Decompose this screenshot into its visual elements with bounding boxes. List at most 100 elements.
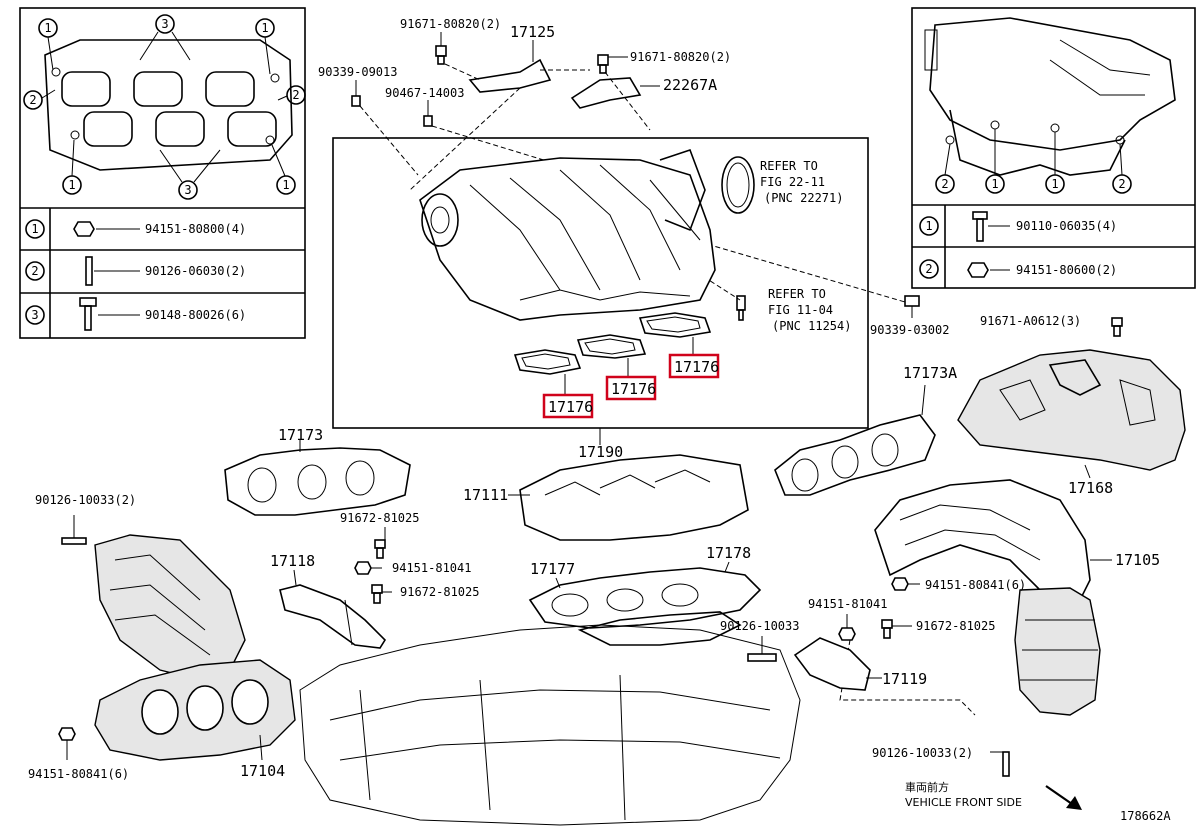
- bracket-17118: [279, 527, 392, 649]
- right-inset: 2 1 1 2 1 90110-06035(4) 2 94151-80600(2…: [911, 7, 1196, 289]
- label-90126-a: 90126-10033(2): [35, 493, 136, 507]
- legend-left-part-2: 90126-06030(2): [145, 264, 246, 278]
- label-90467: 90467-14003: [385, 86, 464, 100]
- intake-manifold-drawing: [419, 148, 716, 321]
- legend-left-num-1: 1: [31, 222, 38, 236]
- inset-callout-3a: 3: [139, 14, 191, 61]
- inset-gasket-drawing: [44, 39, 293, 171]
- legend-left-row-2: 2 90126-06030(2): [25, 256, 246, 286]
- svg-text:1: 1: [261, 21, 268, 35]
- bolt-91671-a: [435, 45, 447, 65]
- svg-text:2: 2: [941, 177, 948, 191]
- part-labels: 91671-80820(2) 17125 91671-80820(2) 2226…: [28, 17, 1171, 823]
- svg-text:1: 1: [44, 21, 51, 35]
- label-90126-c: 90126-10033(2): [872, 746, 973, 760]
- bracket-17119: [747, 614, 912, 691]
- refer-2-line3: (PNC 11254): [772, 319, 851, 333]
- inset-callout-3b: 3: [159, 149, 221, 200]
- label-94151-d: 94151-80841(6): [28, 767, 129, 781]
- bolt-91672-b: [371, 584, 383, 604]
- bracket-17125: [468, 58, 552, 93]
- plug-90339-b: [904, 295, 920, 307]
- refer-2-line2: FIG 11-04: [768, 303, 833, 317]
- label-91672-c: 91672-81025: [916, 619, 995, 633]
- legend-left-num-3: 3: [31, 308, 38, 322]
- legend-right-part-1: 90110-06035(4): [1016, 219, 1117, 233]
- label-17118: 17118: [270, 552, 315, 570]
- gasket-ring: [721, 156, 755, 214]
- label-17176-a: 17176: [548, 398, 593, 416]
- exhaust-manifold-17104: [58, 515, 296, 761]
- top-brackets: [351, 32, 920, 318]
- stud-icon: [85, 256, 93, 286]
- stud-90126-b: [747, 653, 777, 662]
- svg-text:1: 1: [68, 178, 75, 192]
- label-91671-b: 91671-80820(2): [630, 50, 731, 64]
- gasket-17173a: [774, 384, 936, 496]
- inset-callout-1a: 1: [38, 18, 58, 71]
- label-22267a: 22267A: [663, 76, 717, 94]
- nut-94151-c: [838, 627, 856, 641]
- label-17111: 17111: [463, 486, 508, 504]
- bracket-22267a: [570, 77, 642, 109]
- dashed-guides: [359, 63, 976, 716]
- label-90126-b: 90126-10033: [720, 619, 799, 633]
- label-91672-b: 91672-81025: [400, 585, 479, 599]
- legend-right-row-2: 2 94151-80600(2): [919, 259, 1117, 279]
- label-91671-a: 91671-80820(2): [400, 17, 501, 31]
- gasket-17173: [224, 440, 411, 516]
- inset-callout-1b: 1: [255, 18, 275, 75]
- plug-90467: [423, 115, 433, 127]
- legend-right-part-2: 94151-80600(2): [1016, 263, 1117, 277]
- nut-icon: [967, 262, 989, 278]
- label-17105: 17105: [1115, 551, 1160, 569]
- label-91671-c: 91671-A0612(3): [980, 314, 1081, 328]
- label-17178: 17178: [706, 544, 751, 562]
- vehicle-front-arrow-icon: [1045, 785, 1082, 810]
- svg-text:2: 2: [292, 88, 299, 102]
- plug-90339-a: [351, 95, 361, 107]
- legend-left-num-2: 2: [31, 264, 38, 278]
- bolt-91672-c: [881, 619, 893, 639]
- refer-1-line1: REFER TO: [760, 159, 818, 173]
- label-17176-c: 17176: [674, 358, 719, 376]
- front-note-en: VEHICLE FRONT SIDE: [905, 796, 1022, 809]
- highlight-box-17176-a: [542, 393, 594, 419]
- left-inset: 1 3 1 2 2 1 3 1 1 94151-80800(4) 2 90126…: [19, 7, 306, 339]
- label-17173a: 17173A: [903, 364, 957, 382]
- rinset-callout-2b: 2: [1112, 143, 1132, 194]
- inset-manifold-drawing: [924, 17, 1176, 176]
- svg-text:1: 1: [1051, 177, 1058, 191]
- legend-left-part-3: 90148-80026(6): [145, 308, 246, 322]
- svg-text:1: 1: [991, 177, 998, 191]
- intake-17111: [508, 454, 749, 541]
- legend-right-row-1: 1 90110-06035(4): [919, 211, 1117, 242]
- legend-left-row-1: 1 94151-80800(4): [25, 219, 246, 239]
- label-17125: 17125: [510, 23, 555, 41]
- label-17104: 17104: [240, 762, 285, 780]
- rinset-callout-1b: 1: [1045, 132, 1065, 194]
- bolt-91671-b: [597, 54, 609, 74]
- exhaust-manifold-17105: [874, 479, 1112, 777]
- nut-94151-d: [58, 727, 76, 741]
- label-17173: 17173: [278, 426, 323, 444]
- svg-text:1: 1: [282, 178, 289, 192]
- sensor-11254: [736, 295, 746, 321]
- svg-text:3: 3: [184, 183, 191, 197]
- inset-callout-2b: 2: [277, 85, 306, 105]
- nut-94151-b: [891, 577, 909, 591]
- inset-callout-1c: 1: [62, 139, 82, 195]
- refer-2-line1: REFER TO: [768, 287, 826, 301]
- bolt-icon: [79, 297, 97, 307]
- label-17176-b: 17176: [611, 380, 656, 398]
- stud-90126-c: [1002, 751, 1010, 777]
- svg-text:2: 2: [29, 93, 36, 107]
- label-90339-a: 90339-09013: [318, 65, 397, 79]
- bolt-icon: [972, 211, 988, 220]
- label-17190: 17190: [578, 443, 623, 461]
- label-94151-c: 94151-81041: [808, 597, 887, 611]
- legend-left-part-1: 94151-80800(4): [145, 222, 246, 236]
- label-90339-b: 90339-03002: [870, 323, 949, 337]
- rinset-callout-2a: 2: [935, 143, 955, 194]
